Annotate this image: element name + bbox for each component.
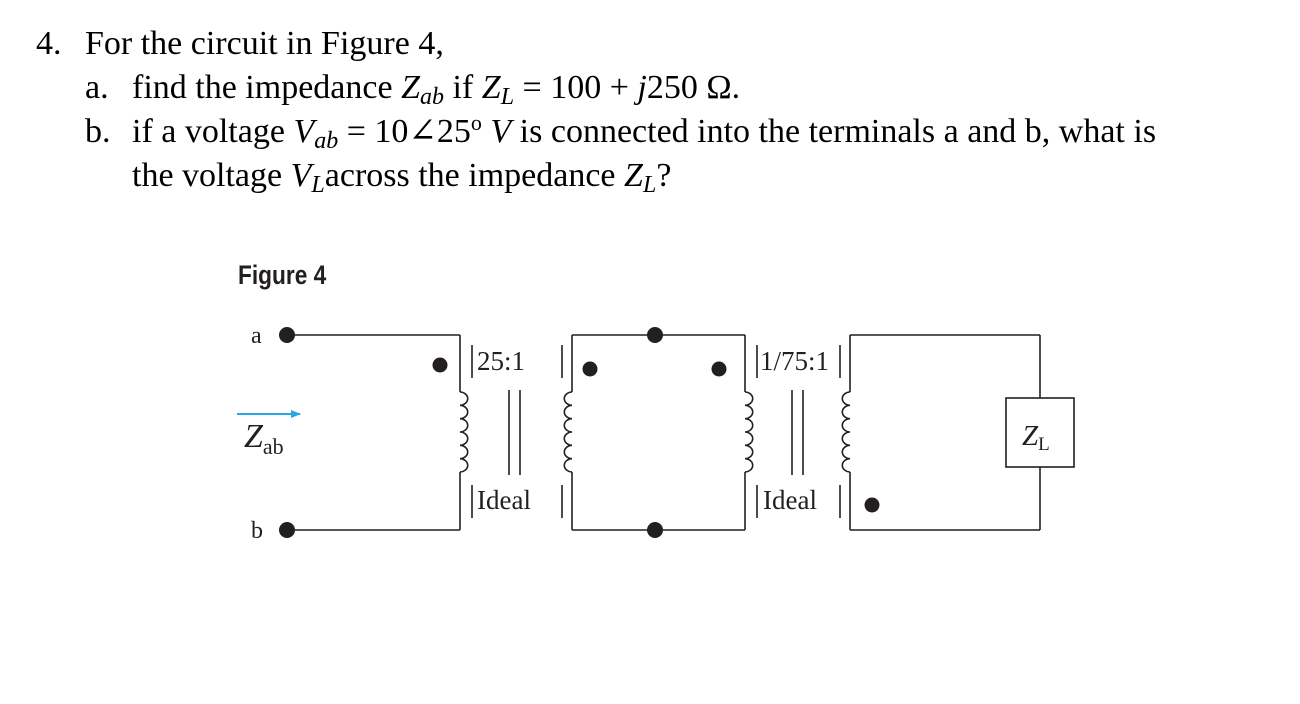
part-b-text-2: = 10∠25 (338, 113, 471, 150)
load-impedance-box (1005, 397, 1075, 468)
zab-label: Zab (244, 418, 284, 459)
problem-statement: 4. For the circuit in Figure 4, a. find … (36, 22, 1286, 198)
part-b-line2-text-2: across the impedance (324, 157, 625, 194)
part-b-letter: b. (85, 113, 111, 150)
part-b-line2-text-1: the voltage (132, 157, 291, 194)
part-a-letter: a. (85, 69, 109, 106)
t2-secondary-polarity-dot (864, 497, 880, 513)
part-b-continued: the voltage VLacross the impedance ZL? (36, 154, 1286, 198)
load-label-sub: L (1038, 434, 1050, 455)
t1-ratio-label: 25:1 (477, 346, 525, 376)
part-b-text-1: if a voltage (132, 113, 294, 150)
part-a-text: find the impedance Zab if ZL = 100 + j25… (132, 66, 740, 110)
t2-secondary-coil (841, 391, 851, 473)
zab-label-main: Z (244, 418, 264, 455)
part-a: a. find the impedance Zab if ZL = 100 + … (36, 66, 1286, 110)
degree-symbol: o (470, 110, 482, 135)
middle-bottom-node (647, 522, 663, 538)
vab-sub: ab (314, 128, 339, 154)
vab-symbol: Vab (293, 113, 338, 153)
zl-symbol: ZL (481, 69, 514, 109)
zab-sub: ab (419, 84, 444, 110)
v-unit: V (490, 113, 512, 150)
t1-secondary-polarity-dot (582, 361, 598, 377)
part-b-text: if a voltage Vab = 10∠25o V is connected… (132, 110, 1156, 154)
part-a-text-2: if (443, 69, 482, 106)
vl-var: V (290, 157, 312, 194)
t2-primary-polarity-dot (711, 361, 727, 377)
zl-var: Z (481, 69, 501, 106)
middle-top-node (647, 327, 663, 343)
part-a-text-1: find the impedance (132, 69, 402, 106)
t1-primary-coil (459, 391, 469, 473)
part-a-text-4: 250 Ω. (646, 69, 741, 106)
vl-symbol: VL (290, 157, 325, 197)
zl-symbol-b: ZL (624, 157, 656, 197)
t2-primary-coil (744, 391, 754, 473)
nodes (279, 327, 880, 538)
t1-secondary-coil (563, 391, 573, 473)
part-a-text-3: = 100 + (514, 69, 638, 106)
j-var: j (637, 69, 647, 106)
vl-sub: L (311, 172, 325, 198)
zl-sub: L (500, 84, 515, 110)
t1-ideal-label: Ideal (477, 485, 531, 515)
question-stem-row: 4. For the circuit in Figure 4, (36, 22, 1286, 66)
t2-ideal-label: Ideal (763, 485, 817, 515)
t1-primary-polarity-dot (432, 357, 448, 373)
part-b: b. if a voltage Vab = 10∠25o V is connec… (36, 110, 1286, 154)
terminal-b-node (279, 522, 295, 538)
figure-caption: Figure 4 (238, 260, 327, 290)
zab-var: Z (401, 69, 420, 106)
part-b-line2: the voltage VLacross the impedance ZL? (132, 154, 671, 198)
question-stem: For the circuit in Figure 4, (85, 25, 444, 62)
zl-var-b: Z (624, 157, 643, 194)
wires (290, 334, 1075, 531)
terminal-a-label: a (251, 323, 262, 349)
terminal-a-node (279, 327, 295, 343)
zl-sub-b: L (642, 172, 657, 198)
terminal-b-label: b (251, 518, 263, 544)
vab-var: V (293, 113, 315, 150)
load-label-main: Z (1022, 420, 1039, 452)
t2-ratio-label: 1/75:1 (760, 346, 829, 376)
zab-symbol: Zab (401, 69, 444, 109)
zab-label-sub: ab (263, 434, 284, 459)
question-number: 4. (36, 25, 62, 62)
part-b-line2-text-3: ? (656, 157, 672, 194)
part-b-text-4: is connected into the terminals a and b,… (511, 113, 1157, 150)
load-label: ZL (1022, 420, 1050, 455)
